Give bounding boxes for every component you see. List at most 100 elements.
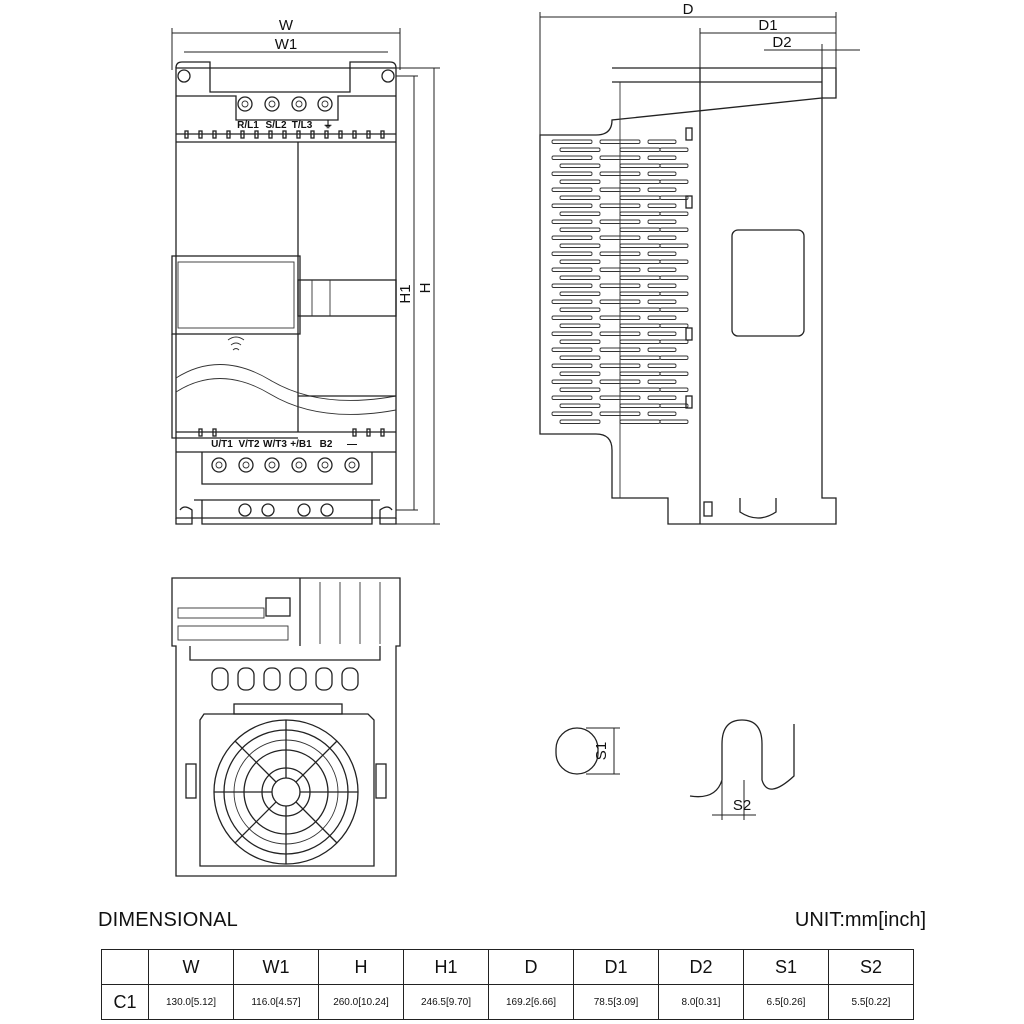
vent-slot [619,403,661,408]
vent-slot [619,259,661,264]
terminal-label-w-t3: W/T3 [263,439,287,450]
vent-slot [599,299,641,304]
vent-slot [599,315,641,320]
side-dim-d: D [683,1,694,18]
vent-slot [659,371,689,376]
table-cell: 169.2[6.66] [488,984,574,1020]
vent-slot [647,171,677,176]
vent-slot [619,195,661,200]
vent-slot [647,187,677,192]
front-dim-h1: H1 [397,284,414,303]
terminal-label-t-l3: T/L3 [292,120,313,131]
keypad-display [171,255,301,335]
vent-slot [659,259,689,264]
vent-slot [551,235,593,240]
vent-slot [619,243,661,248]
table-header-row: W W1 H H1 D D1 D2 S1 S2 [101,949,914,985]
vent-slot [551,267,593,272]
vent-slot [551,283,593,288]
col-header: W [148,949,234,985]
side-dim-d1: D1 [758,17,777,34]
vent-slot [551,315,593,320]
vent-slot [659,227,689,232]
front-view: W W1 R/L1 S/L2 T/L3 ⏚ [171,17,440,525]
vent-slot [559,211,601,216]
vent-slot [599,411,641,416]
table-cell: 260.0[10.24] [318,984,404,1020]
vent-slot [619,291,661,296]
col-header: W1 [233,949,319,985]
vent-slot [599,155,641,160]
vent-slot [599,283,641,288]
vent-slot [659,211,689,216]
vent-slot [647,219,677,224]
vent-slot [619,163,661,168]
vent-slot [647,347,677,352]
vent-slot [599,139,641,144]
terminal-label-r-l1: R/L1 [237,120,259,131]
table-corner [101,949,149,985]
bottom-vent-slots [198,428,385,437]
vent-slot [647,283,677,288]
vent-slot [551,395,593,400]
vent-slot [559,227,601,232]
col-header: D2 [658,949,744,985]
vent-slot [659,387,689,392]
unit-label: UNIT:mm[inch] [794,909,926,931]
bottom-fins [319,582,381,644]
vent-slot [551,203,593,208]
vent-slot [659,163,689,168]
vent-slot [659,339,689,344]
front-dim-h: H [417,283,434,294]
vent-slot [551,219,593,224]
vent-slot [551,155,593,160]
vent-slot [659,243,689,248]
terminal-label-s-l2: S/L2 [265,120,287,131]
vent-slot [647,379,677,384]
vent-slot [647,395,677,400]
vent-slot [619,323,661,328]
vent-slot [559,147,601,152]
terminal-label-b1: +/B1 [290,439,312,450]
vent-slot [659,179,689,184]
vent-slot [559,291,601,296]
vent-slot [559,355,601,360]
vent-slot [659,355,689,360]
table-cell: 246.5[9.70] [403,984,489,1020]
terminal-label-b2: B2 [320,439,333,450]
vent-slot [551,187,593,192]
ground-symbol: ⏚ [323,119,333,131]
vent-slot [559,179,601,184]
table-cell: 5.5[0.22] [828,984,914,1020]
vent-slot [647,315,677,320]
col-header: D1 [573,949,659,985]
vent-slot [619,211,661,216]
col-header: S2 [828,949,914,985]
table-cell: 130.0[5.12] [148,984,234,1020]
bottom-view [171,577,401,877]
vent-slot [659,147,689,152]
vent-slot [599,219,641,224]
vent-slot [619,227,661,232]
terminal-label-minus: — [347,439,357,450]
hole-detail-s1: S1 [555,727,620,775]
vent-slot [647,363,677,368]
vent-slot [599,171,641,176]
vent-slot [599,187,641,192]
vent-slot [559,259,601,264]
vent-slot [619,371,661,376]
vent-slot [647,251,677,256]
detail-s2-label: S2 [733,797,751,814]
table-row: C1 130.0[5.12] 116.0[4.57] 260.0[10.24] … [101,984,914,1020]
control-terminal-row [177,607,289,641]
vent-slot [599,235,641,240]
col-header: D [488,949,574,985]
rj45-port [265,597,291,617]
bottom-terminal-posts [211,667,359,691]
row-label: C1 [101,984,149,1020]
vent-slot [559,403,601,408]
vent-slot [619,179,661,184]
side-dim-d2: D2 [772,34,791,51]
vent-slot [559,419,601,424]
